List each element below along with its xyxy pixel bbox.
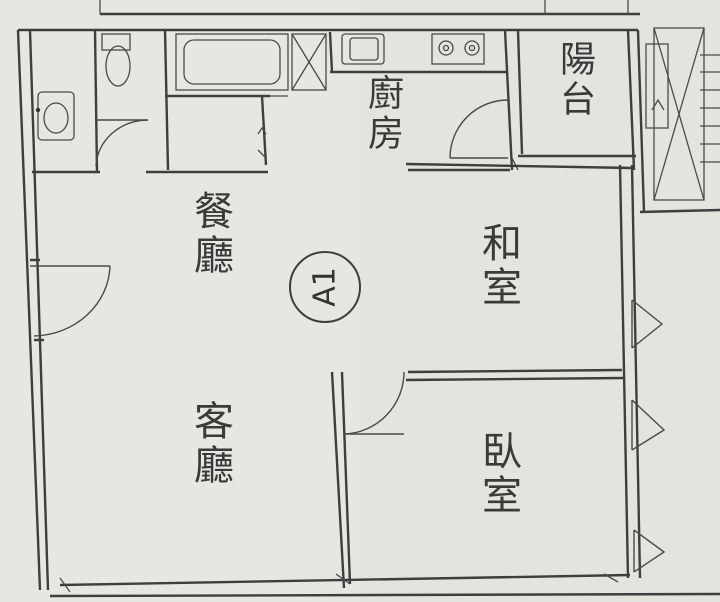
room-label-dining: 餐廳 [187, 190, 233, 278]
interior-walls [330, 162, 633, 589]
room-label-kitchen: 廚房 [362, 74, 403, 154]
unit-code-badge: A1 [289, 251, 361, 323]
balcony-area [511, 27, 705, 201]
entrance-door [30, 258, 111, 342]
bathroom [32, 29, 327, 174]
room-label-balcony: 陽台 [554, 40, 595, 120]
bedroom-door [343, 371, 405, 435]
top-exterior-strip [99, 0, 640, 16]
bottom-marks [59, 573, 619, 593]
unit-code-label: A1 [307, 267, 343, 307]
room-label-living: 客廳 [187, 400, 233, 488]
right-wall-doors [631, 299, 666, 573]
room-label-japanese-room: 和室 [475, 222, 521, 310]
right-facade-ticks [700, 54, 720, 163]
kitchen-area [328, 29, 514, 172]
room-label-bedroom: 臥室 [475, 430, 521, 518]
